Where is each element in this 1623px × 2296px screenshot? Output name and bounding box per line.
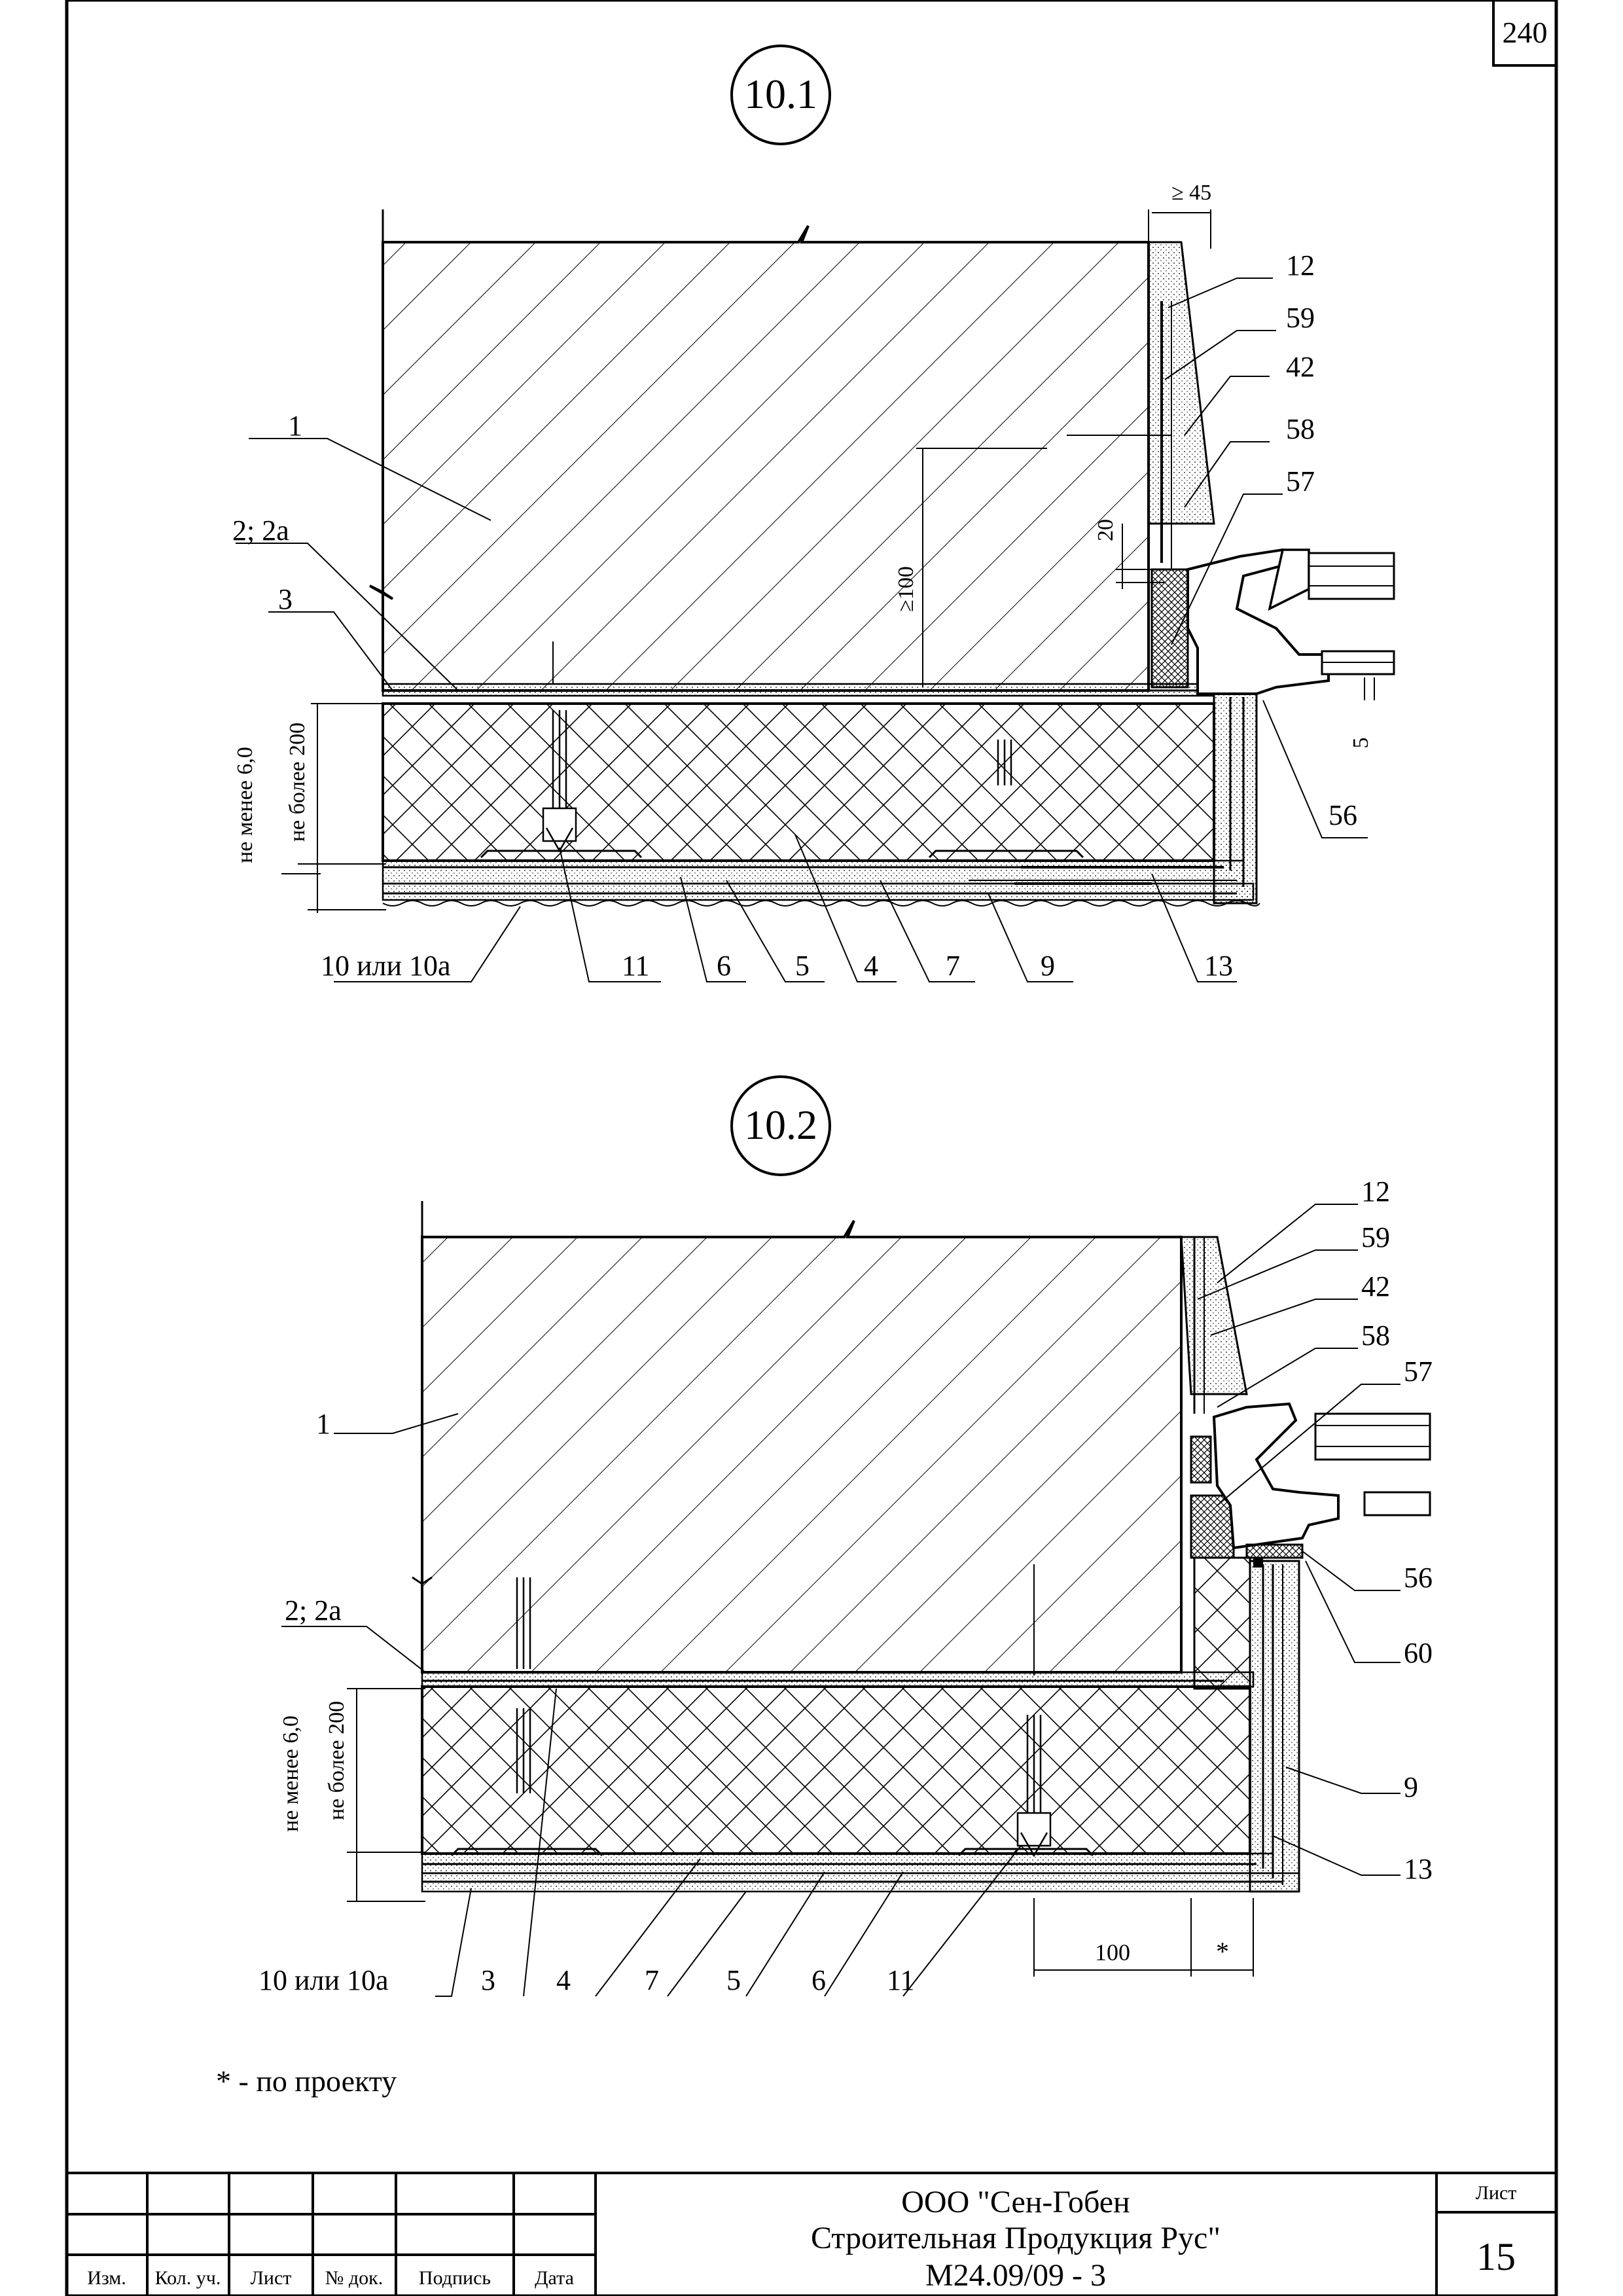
- label-9-2: 9: [1404, 1771, 1418, 1803]
- label-4: 4: [864, 950, 878, 982]
- col-kol: Кол. уч.: [155, 2267, 221, 2289]
- glazing-2: [1314, 1412, 1431, 1461]
- label-7-2: 7: [645, 1964, 659, 1996]
- insulation-board-2: [421, 1685, 1251, 1855]
- page-number-box: [1492, 0, 1558, 67]
- label-60: 60: [1404, 1637, 1433, 1669]
- label-9: 9: [1041, 950, 1055, 982]
- reveal-render: [1213, 692, 1258, 905]
- dim-45-label: ≥ 45: [1171, 181, 1211, 205]
- label-6: 6: [717, 950, 731, 982]
- label-7: 7: [946, 950, 960, 982]
- seal-tape-2b: [1190, 1494, 1235, 1559]
- label-42: 42: [1286, 351, 1315, 383]
- label-42-2: 42: [1361, 1270, 1390, 1302]
- company-line-1: ООО "Сен-Гобен: [901, 2185, 1130, 2219]
- label-10: 10 или 10а: [321, 950, 451, 982]
- footnote: * - по проекту: [216, 2064, 397, 2098]
- sheet-label: Лист: [1476, 2182, 1517, 2204]
- label-1: 1: [288, 410, 302, 442]
- label-2-2a-2: 2; 2a: [285, 1594, 342, 1626]
- label-57: 57: [1286, 465, 1315, 497]
- reveal-render-2: [1249, 1560, 1300, 1893]
- col-ndok: № док.: [325, 2267, 383, 2289]
- label-6-2: 6: [812, 1964, 826, 1996]
- concrete-slab-2: [421, 1219, 1183, 1674]
- detail-10-2-bubble: [730, 1075, 831, 1176]
- label-3: 3: [278, 583, 293, 615]
- label-3-2: 3: [481, 1964, 495, 1996]
- label-12: 12: [1286, 249, 1315, 281]
- dim-100-label-2: 100: [1095, 1939, 1130, 1965]
- label-4-2: 4: [556, 1964, 571, 1996]
- label-1-2: 1: [316, 1408, 330, 1440]
- col-list: Лист: [251, 2267, 292, 2289]
- label-58: 58: [1286, 413, 1315, 445]
- min-6-label: не менее 6,0: [233, 747, 257, 863]
- sheet-frame: [65, 0, 1558, 2296]
- seal-tape: [1150, 568, 1189, 689]
- detail-10-1-bubble: [730, 45, 831, 145]
- seal-tape-2a: [1190, 1435, 1212, 1484]
- col-izm: Изм.: [87, 2267, 126, 2289]
- label-13: 13: [1204, 950, 1233, 982]
- detail-10-2-title: 10.2: [744, 1102, 817, 1148]
- finish-coat: [382, 882, 1255, 901]
- label-58-2: 58: [1361, 1319, 1390, 1352]
- drip-profile: [1245, 1543, 1304, 1559]
- label-13-2: 13: [1404, 1853, 1433, 1885]
- detail-10-2: 10.2: [259, 1075, 1433, 1997]
- window-frame-2: [1212, 1402, 1340, 1550]
- label-5-2: 5: [726, 1964, 741, 1996]
- dim-100: [916, 435, 1171, 687]
- dowel-2-1: [516, 1577, 531, 1793]
- dim-20-label: 20: [1094, 519, 1118, 541]
- doc-code: М24.09/09 - 3: [925, 2258, 1106, 2293]
- label-59-2: 59: [1361, 1221, 1390, 1253]
- label-59: 59: [1286, 302, 1315, 334]
- min-6-label-2: не менее 6,0: [279, 1715, 303, 1832]
- glazing: [1308, 552, 1395, 600]
- label-5: 5: [795, 950, 810, 982]
- reveal-insulation: [1147, 241, 1215, 525]
- dowel-2-2: [1016, 1715, 1052, 1857]
- dim-star-label: *: [1216, 1937, 1229, 1966]
- label-10-2: 10 или 10а: [259, 1964, 389, 1996]
- dowel-2: [997, 740, 1012, 785]
- reveal-insulation-2: [1180, 1236, 1248, 1395]
- adhesive-layer-2: [421, 1671, 1255, 1688]
- dim-100-label: ≥100: [894, 566, 918, 612]
- sheet-number: 15: [1476, 2235, 1516, 2278]
- label-2-2a: 2; 2a: [232, 514, 289, 547]
- col-data: Дата: [535, 2267, 574, 2289]
- page-number: 240: [1503, 16, 1548, 49]
- col-podpis: Подпись: [419, 2267, 491, 2289]
- detail-10-1-title: 10.1: [744, 71, 817, 117]
- max-200-label: не более 200: [285, 723, 310, 842]
- concrete-slab: [369, 224, 1150, 692]
- dim-5-label: 5: [1349, 738, 1373, 749]
- label-57-2: 57: [1404, 1355, 1433, 1388]
- dowel-1: [542, 710, 577, 853]
- max-200-label-2: не более 200: [325, 1701, 349, 1820]
- detail-10-1: 10.1: [232, 45, 1395, 982]
- label-12-2: 12: [1361, 1175, 1390, 1208]
- company-line-2: Строительная Продукция Рус": [811, 2221, 1221, 2255]
- label-56-2: 56: [1404, 1562, 1433, 1594]
- title-block: [67, 2172, 1556, 2296]
- label-56: 56: [1329, 799, 1357, 831]
- label-11-2: 11: [887, 1964, 914, 1996]
- label-11: 11: [622, 950, 649, 982]
- insulation-side-2: [1193, 1556, 1251, 1690]
- window-sill-2: [1363, 1491, 1431, 1516]
- insulation-board: [382, 702, 1215, 862]
